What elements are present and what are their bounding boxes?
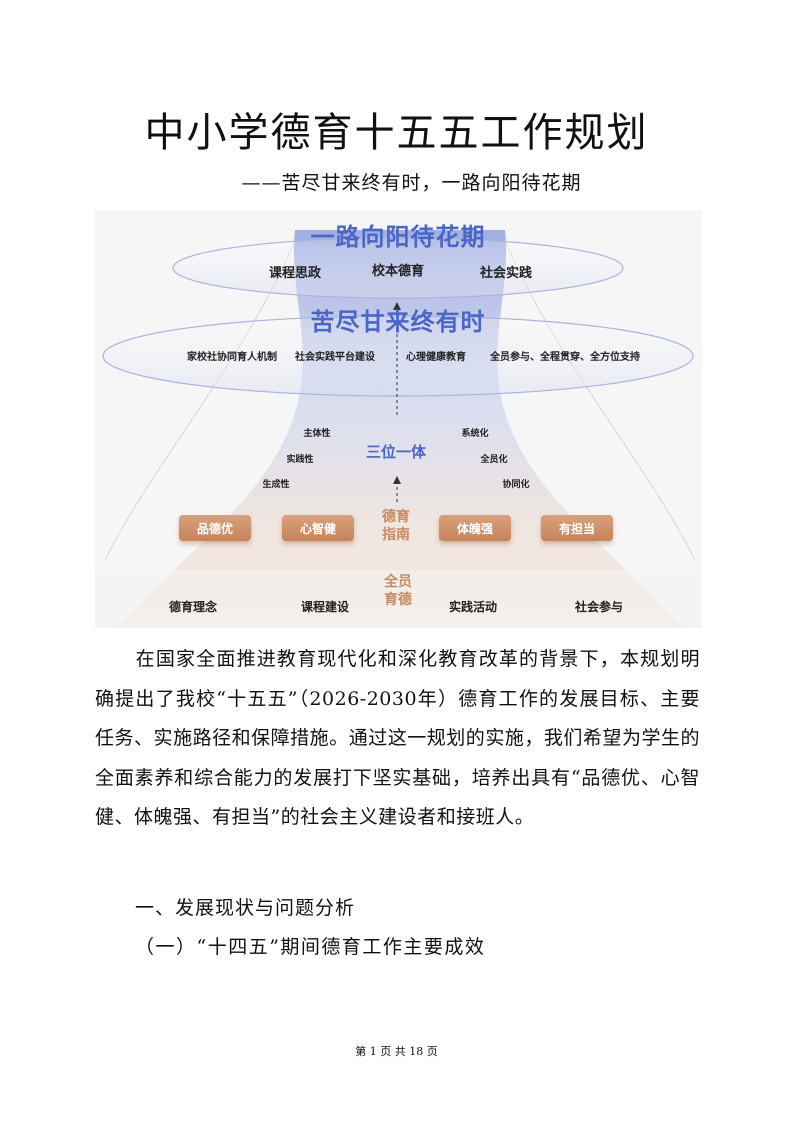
base-center-label: 全员 育德 (384, 573, 412, 609)
quality-pill: 有担当 (541, 515, 613, 541)
quality-pill: 体魄强 (439, 515, 511, 541)
upper-ellipse (172, 237, 624, 299)
diagram-mid-title: 苦尽甘来终有时 (310, 308, 486, 336)
left-trait: 生成性 (262, 480, 290, 490)
mid-item: 心理健康教育 (406, 352, 466, 363)
trinity-label: 三位一体 (365, 443, 427, 461)
arrow-up-icon (393, 476, 401, 484)
left-trait: 主体性 (303, 429, 331, 439)
document-title: 中小学德育十五五工作规划 (144, 110, 649, 156)
mid-item: 社会实践平台建设 (295, 352, 375, 363)
page-footer: 第 1 页 共 18 页 (355, 1045, 438, 1058)
middle-ellipse (102, 315, 694, 397)
arrow-up-icon (393, 302, 401, 310)
guide-label-line: 指南 (382, 527, 410, 543)
base-item: 德育理念 (168, 600, 218, 614)
left-trait: 实践性 (286, 455, 314, 465)
right-trait: 全员化 (480, 455, 508, 465)
base-center-line: 育德 (384, 592, 412, 608)
top-item: 课程思政 (268, 266, 322, 281)
quality-pill: 心智健 (282, 515, 354, 541)
intro-paragraph-text: 在国家全面推进教育现代化和深化教育改革的背景下，本规划明确提出了我校“十五五”（… (95, 648, 700, 828)
guide-label: 德育 指南 (382, 508, 410, 544)
top-item: 社会实践 (479, 266, 533, 281)
base-item: 社会参与 (574, 600, 624, 614)
right-trait: 协同化 (502, 480, 530, 490)
section-heading: 一、发展现状与问题分析 (135, 897, 356, 919)
mid-item: 家校社协同育人机制 (187, 352, 277, 363)
diagram-top-title: 一路向阳待花期 (310, 223, 486, 251)
top-item: 校本德育 (371, 264, 425, 279)
intro-paragraph: 在国家全面推进教育现代化和深化教育改革的背景下，本规划明确提出了我校“十五五”（… (95, 640, 700, 838)
base-item: 课程建设 (300, 600, 350, 614)
guide-label-line: 德育 (382, 509, 410, 525)
mid-item: 全员参与、全程贯穿、全方位支持 (490, 352, 640, 363)
subsection-heading: （一）“十四五”期间德育工作主要成效 (135, 936, 486, 958)
document-subtitle: ——苦尽甘来终有时，一路向阳待花期 (241, 172, 582, 194)
moral-education-diagram: 一路向阳待花期 课程思政 校本德育 社会实践 苦尽甘来终有时 家校社协同育人机制… (95, 210, 702, 628)
base-item: 实践活动 (448, 600, 498, 614)
quality-pill: 品德优 (179, 515, 251, 541)
right-trait: 系统化 (461, 429, 489, 439)
base-center-line: 全员 (384, 574, 412, 590)
